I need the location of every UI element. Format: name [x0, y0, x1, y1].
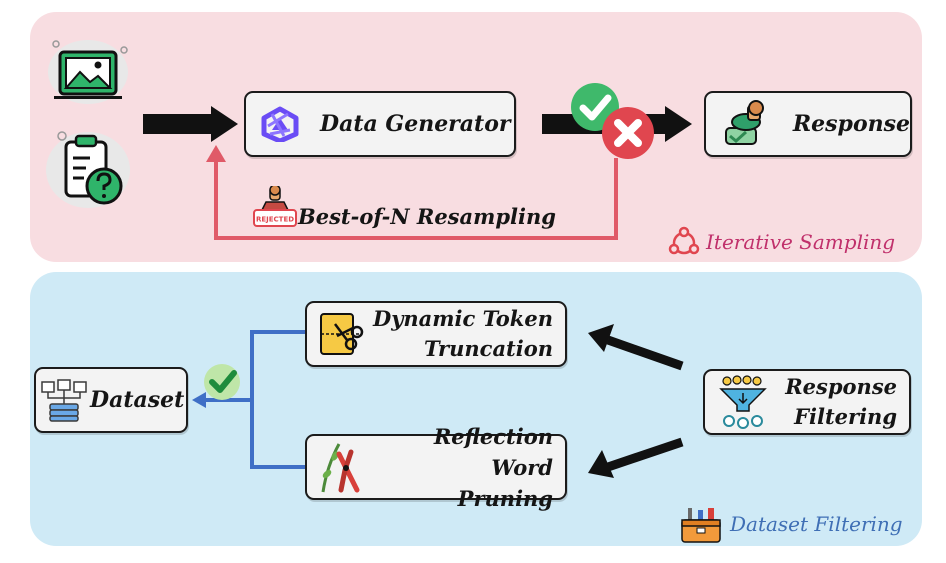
resampling-loop-arrow — [214, 158, 618, 240]
data-generator-box: Data Generator — [244, 91, 516, 157]
arrow-filter-to-pruning — [588, 437, 684, 478]
clipboard-question-icon — [46, 131, 130, 208]
resampling-loop-arrowhead — [206, 145, 226, 162]
cycle-icon — [668, 226, 700, 258]
response-box: Response — [704, 91, 912, 157]
qwen-logo-icon — [261, 106, 299, 142]
reflection-word-pruning-box: Reflection Word Pruning — [305, 424, 567, 511]
image-icon — [48, 40, 128, 104]
arrow-input-to-generator — [143, 106, 238, 142]
rejected-stamp-text: REJECTED — [256, 216, 294, 224]
funnel-icon — [719, 375, 767, 429]
image-input-icon — [44, 36, 132, 106]
pruning-label-line1: Reflection Word — [433, 423, 553, 480]
tree-arrowhead — [192, 392, 206, 408]
toolbox-icon — [680, 506, 722, 544]
database-nodes-icon — [41, 379, 87, 422]
dataset-filtering-title: Dataset Filtering — [730, 512, 903, 536]
dataset-label: Dataset — [90, 387, 185, 413]
accepted-check-icon — [202, 362, 242, 402]
filtering-label-line2: Filtering — [794, 404, 897, 429]
data-generator-label: Data Generator — [320, 111, 511, 137]
dynamic-token-truncation-box: Dynamic Token Truncation — [305, 301, 567, 367]
arrow-filter-to-truncation — [588, 324, 684, 371]
stamp-icon — [725, 100, 764, 145]
response-label: Response — [792, 111, 910, 137]
rejected-stamp-icon: REJECTED — [252, 184, 298, 232]
tree-connector — [204, 330, 305, 469]
pruning-shears-icon — [321, 443, 360, 493]
response-filtering-box: Response Filtering — [703, 369, 911, 435]
truncation-label-line2: Truncation — [423, 336, 553, 361]
resampling-label: Best-of-N Resampling — [298, 204, 556, 229]
truncation-label-line1: Dynamic Token — [373, 306, 553, 331]
cross-icon — [602, 107, 654, 159]
pruning-label-line2: Pruning — [457, 485, 553, 511]
iterative-sampling-title: Iterative Sampling — [706, 230, 896, 254]
question-input-icon — [40, 126, 136, 212]
filtering-label-line1: Response — [785, 374, 897, 399]
reject-cross-badge — [600, 105, 656, 161]
scissors-document-icon — [320, 313, 364, 355]
dataset-box: Dataset — [34, 367, 188, 433]
